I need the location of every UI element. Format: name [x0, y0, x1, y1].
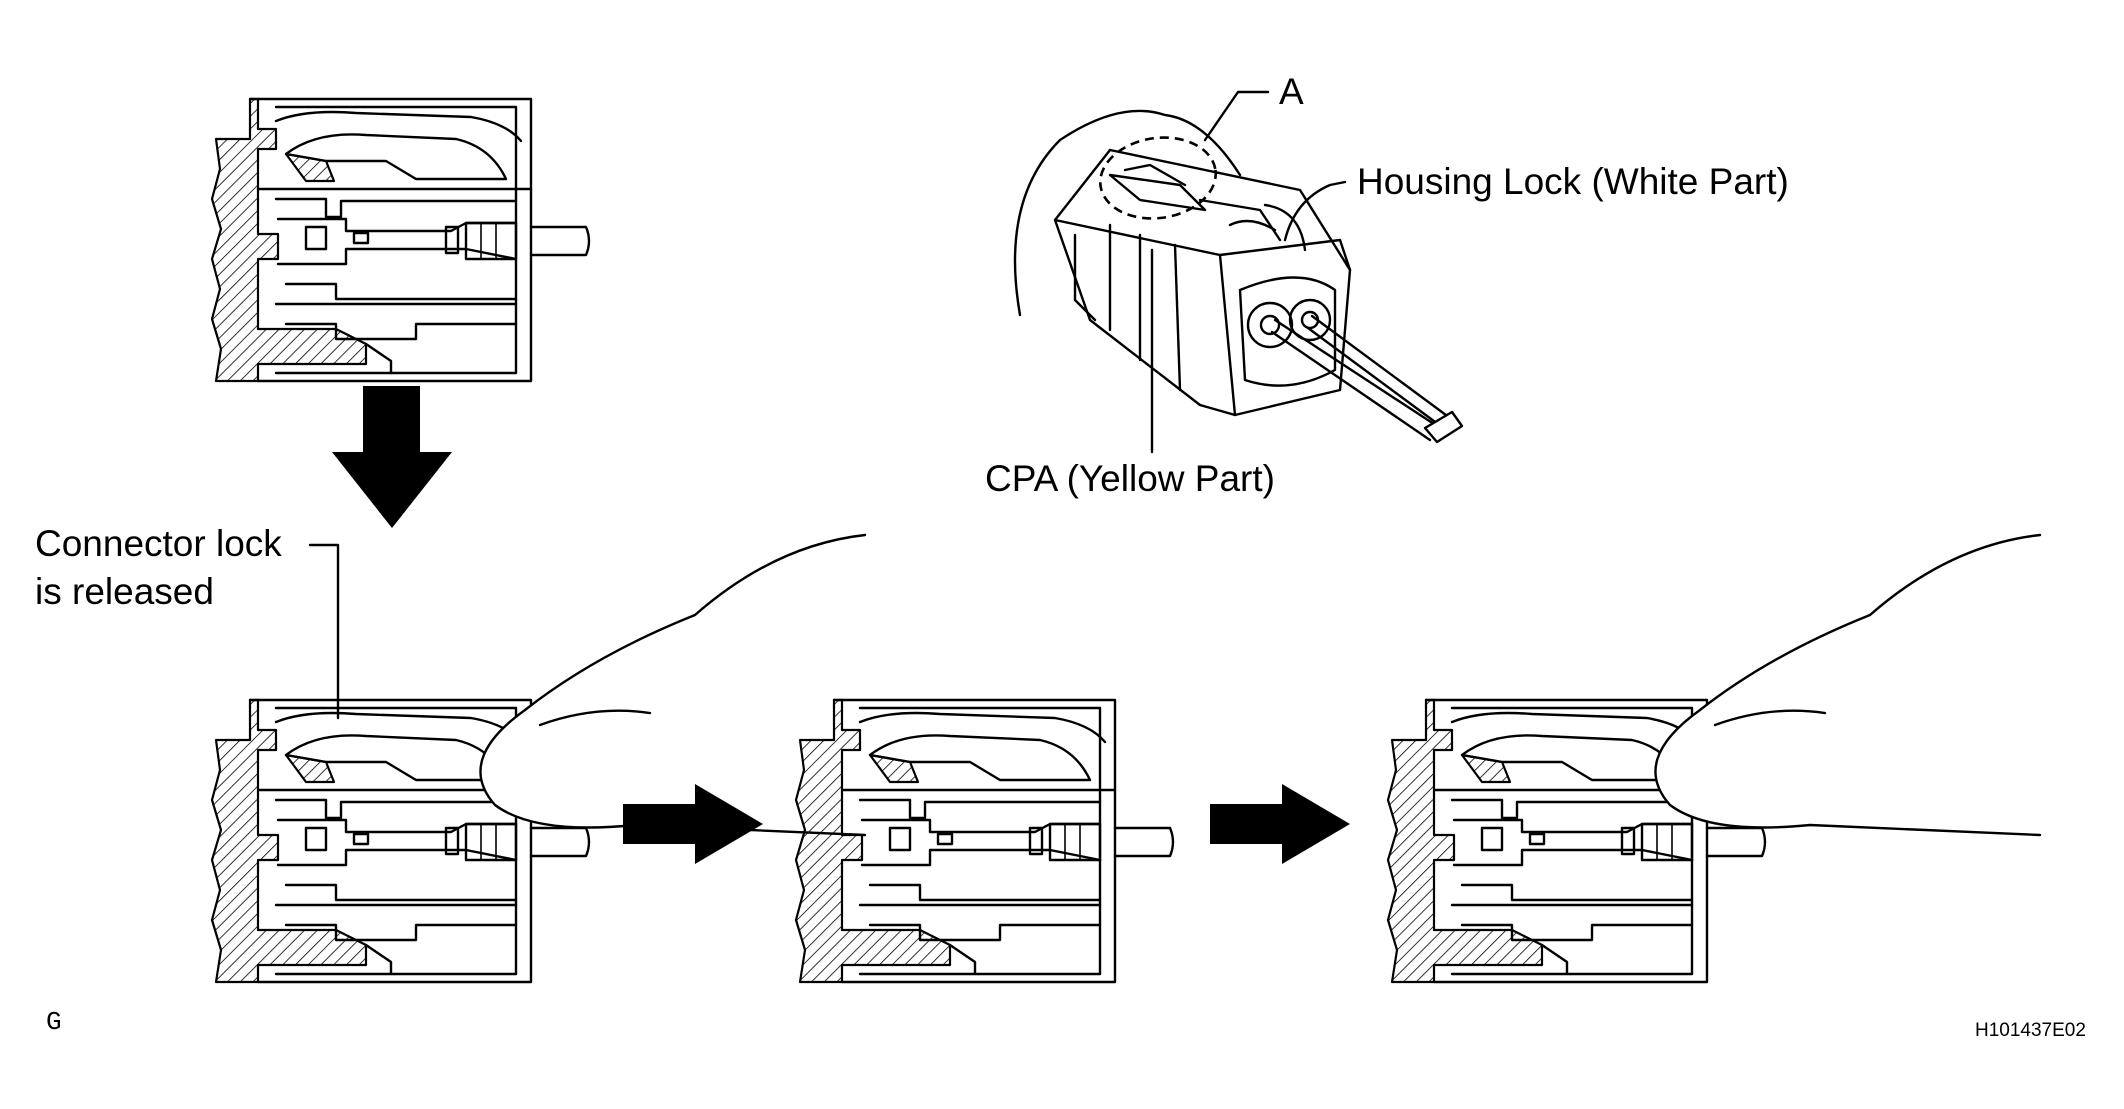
connector-isometric [1013, 109, 1464, 444]
connector-lock-leader-line [308, 543, 340, 720]
housing-lock-leader-line [1283, 180, 1347, 242]
label-a: A [1279, 71, 1304, 112]
label-housing-lock: Housing Lock (White Part) [1357, 161, 1789, 202]
label-connector-lock-line1: Connector lock [35, 523, 282, 564]
connector-section-step2 [794, 698, 1175, 984]
figure-code: H101437E02 [1975, 1020, 2086, 1041]
label-a-leader-line [1203, 90, 1270, 142]
corner-mark: G [46, 1007, 62, 1037]
label-cpa: CPA (Yellow Part) [985, 458, 1275, 499]
finger-icon [1654, 533, 2042, 837]
right-arrow-icon [1210, 784, 1350, 864]
connector-section-initial [210, 97, 591, 383]
down-arrow-icon [332, 386, 452, 528]
label-connector-lock-line2: is released [35, 571, 214, 612]
